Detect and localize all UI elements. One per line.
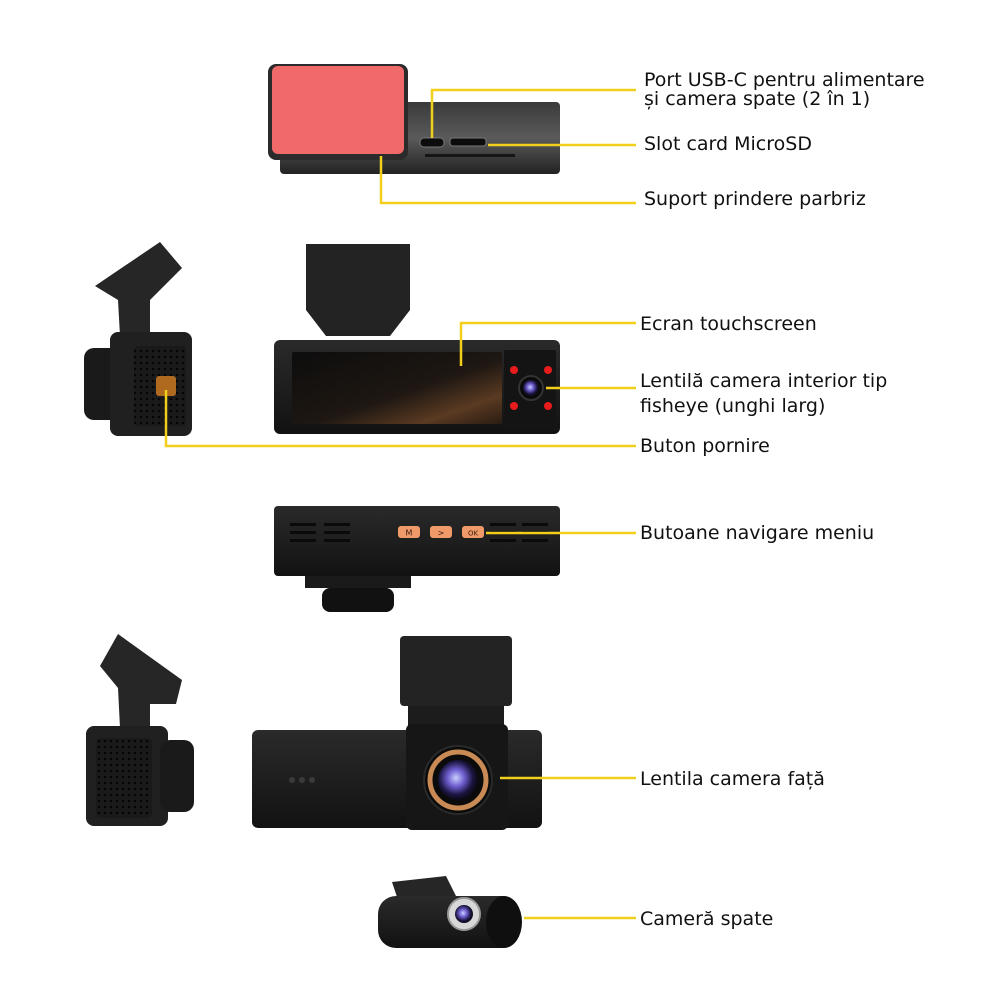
menu-button-next-shape bbox=[430, 526, 452, 538]
label-interior-lens-line2: fisheye (unghi larg) bbox=[640, 395, 826, 417]
menu-button-next: > bbox=[438, 529, 445, 538]
power-button-shape bbox=[156, 376, 176, 396]
leader-touchscreen bbox=[459, 321, 636, 366]
label-usb-port-line2: și camera spate (2 în 1) bbox=[644, 88, 871, 110]
leader-lines bbox=[164, 88, 636, 920]
front-lens bbox=[438, 760, 478, 800]
label-front-lens: Lentila camera față bbox=[640, 768, 825, 790]
adhesive-pad bbox=[272, 66, 404, 154]
label-mount: Suport prindere parbriz bbox=[644, 188, 866, 210]
label-usb-port-line1: Port USB-C pentru alimentare bbox=[644, 69, 925, 91]
lens-underside bbox=[322, 588, 394, 612]
microsd-slot bbox=[449, 137, 487, 147]
menu-button-m-shape bbox=[398, 526, 420, 538]
label-touchscreen: Ecran touchscreen bbox=[640, 313, 817, 335]
front-mount bbox=[400, 636, 512, 706]
rear-view bbox=[274, 244, 560, 434]
rear-cam-lens bbox=[455, 905, 473, 923]
menu-button-m: M bbox=[406, 529, 413, 538]
mount-arm-2 bbox=[100, 634, 182, 728]
ir-led bbox=[544, 366, 552, 374]
mount-arm bbox=[95, 242, 182, 336]
front-view bbox=[252, 636, 542, 830]
menu-button-ok-shape bbox=[462, 526, 484, 538]
label-rear-camera: Cameră spate bbox=[640, 908, 774, 930]
label-microsd: Slot card MicroSD bbox=[644, 133, 812, 155]
bottom-body bbox=[274, 506, 560, 576]
leader-mount bbox=[379, 156, 636, 205]
leader-usb bbox=[430, 88, 636, 138]
label-interior-lens: Lentilă camera interior tip fisheye (ung… bbox=[640, 369, 887, 419]
ir-led bbox=[544, 402, 552, 410]
menu-button-ok: OK bbox=[468, 530, 479, 538]
rear-cam-mount bbox=[392, 876, 456, 900]
label-usb-port: Port USB-C pentru alimentare și camera s… bbox=[644, 71, 925, 109]
usb-c-port bbox=[419, 137, 445, 148]
side-lens-housing-2 bbox=[160, 740, 194, 812]
label-power-button: Buton pornire bbox=[640, 435, 770, 457]
lens-ring bbox=[427, 749, 489, 811]
leader-power bbox=[164, 390, 636, 448]
side-view-rear bbox=[84, 242, 192, 436]
label-menu-buttons: Butoane navigare meniu bbox=[640, 522, 875, 544]
speaker-grille-2 bbox=[96, 738, 152, 818]
rear-mount bbox=[306, 244, 410, 336]
ir-led bbox=[510, 366, 518, 374]
side-view-front bbox=[86, 634, 194, 826]
rear-camera-view bbox=[378, 876, 522, 948]
top-view bbox=[268, 64, 560, 174]
label-interior-lens-line1: Lentilă camera interior tip bbox=[640, 370, 888, 392]
bottom-view: M > OK bbox=[274, 506, 560, 612]
touchscreen bbox=[292, 352, 502, 424]
ir-led bbox=[510, 402, 518, 410]
interior-lens bbox=[523, 380, 539, 396]
